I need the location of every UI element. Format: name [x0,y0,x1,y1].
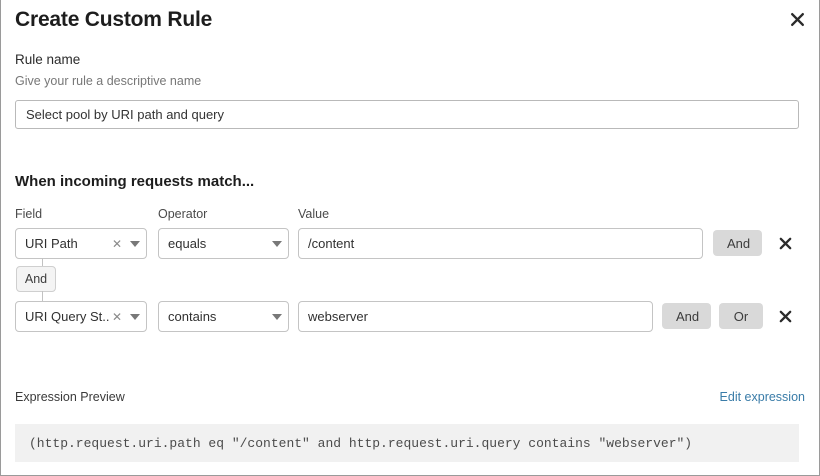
operator-select-2[interactable]: contains [158,301,289,332]
close-icon[interactable] [785,7,809,31]
conditions-heading: When incoming requests match... [15,173,255,190]
operator-select-2-value: contains [168,309,217,324]
chevron-down-icon[interactable] [266,240,288,247]
expression-preview-box: (http.request.uri.path eq "/content" and… [15,424,799,462]
value-input-1[interactable] [298,228,703,259]
rule-name-help-text: Give your rule a descriptive name [15,74,202,88]
page-title: Create Custom Rule [15,8,213,31]
and-button-row1[interactable]: And [713,230,762,256]
field-select-2[interactable]: URI Query St... ✕ [15,301,147,332]
connector-line [42,291,43,302]
rule-name-input[interactable] [15,100,799,129]
column-header-operator: Operator [158,207,208,221]
value-input-2[interactable] [298,301,653,332]
chevron-down-icon[interactable] [266,313,288,320]
chevron-down-icon[interactable] [124,240,146,247]
field-select-1[interactable]: URI Path ✕ [15,228,147,259]
condition-row: URI Query St... ✕ contains And Or [1,301,819,332]
operator-select-1-value: equals [168,236,207,251]
operator-select-1[interactable]: equals [158,228,289,259]
edit-expression-link[interactable]: Edit expression [719,390,805,404]
expression-preview-text: (http.request.uri.path eq "/content" and… [29,435,693,451]
rule-name-label: Rule name [15,52,81,67]
close-small-icon[interactable]: ✕ [111,236,123,251]
field-select-2-value: URI Query St... [25,309,110,324]
or-button-row2[interactable]: Or [719,303,763,329]
column-header-value: Value [298,207,330,221]
chevron-down-icon[interactable] [124,313,146,320]
and-button-row2[interactable]: And [662,303,711,329]
group-logic-chip[interactable]: And [16,266,56,292]
connector-line [42,258,43,268]
close-small-icon[interactable]: ✕ [111,309,123,324]
delete-icon[interactable] [776,305,794,327]
field-select-1-value: URI Path [25,236,78,251]
delete-icon[interactable] [776,232,794,254]
expression-preview-label: Expression Preview [15,390,125,404]
column-header-field: Field [15,207,43,221]
condition-row: URI Path ✕ equals And [1,228,819,259]
